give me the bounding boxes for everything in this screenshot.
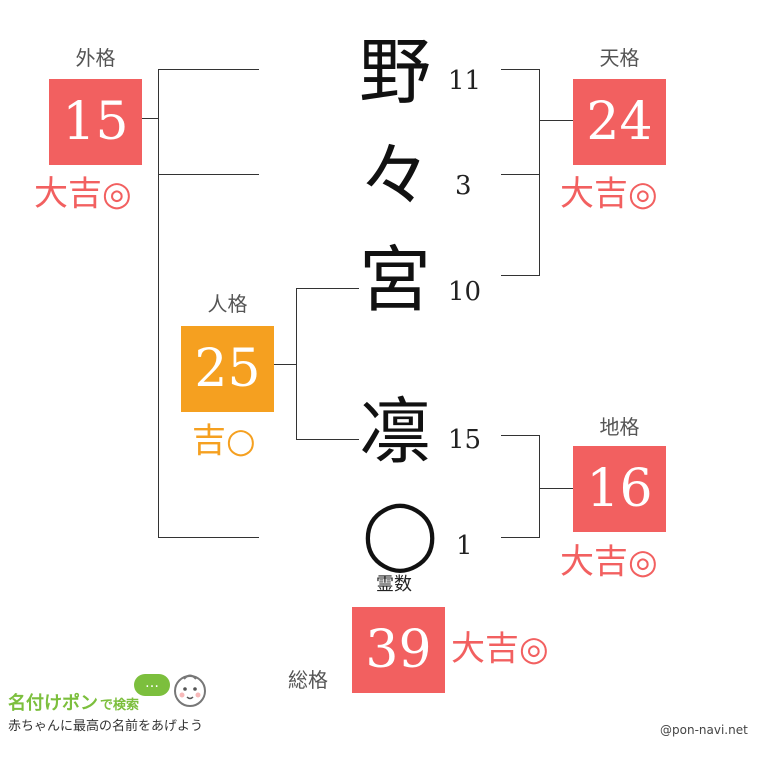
- name-char-3: 宮: [359, 238, 432, 322]
- jinkaku-label: 人格: [207, 292, 248, 316]
- gaikaku-bracket-vertical: [158, 69, 159, 538]
- reisu-label: 霊数: [376, 574, 412, 595]
- baby-face-icon: [174, 674, 206, 707]
- tenkaku-bracket-top: [501, 69, 540, 70]
- tenkaku-bracket-vertical: [539, 69, 540, 276]
- name-char-4: 凛: [359, 390, 432, 474]
- gaikaku-label: 外格: [75, 46, 116, 70]
- stroke-count-1: 11: [448, 66, 482, 96]
- gaikaku-value-box: 15: [49, 79, 142, 165]
- stroke-count-4: 15: [448, 425, 482, 455]
- logo-title: 名付けポン: [8, 693, 98, 713]
- tenkaku-verdict: 大吉◎: [560, 174, 658, 214]
- name-char-2: 々: [359, 134, 432, 218]
- jinkaku-bracket-bottom: [296, 439, 359, 440]
- reisu-placeholder-circle: ◯: [362, 494, 439, 573]
- stroke-count-5: 1: [456, 531, 473, 561]
- gaikaku-verdict: 大吉◎: [34, 174, 132, 214]
- chikaku-label: 地格: [599, 415, 640, 439]
- tenkaku-bracket-bottom: [501, 275, 540, 276]
- name-char-1: 野: [359, 30, 432, 114]
- soukaku-verdict: 大吉◎: [451, 629, 549, 669]
- speech-bubble-icon: …: [134, 674, 170, 696]
- site-credit: @pon-navi.net: [660, 723, 748, 737]
- chikaku-bracket-connector: [539, 488, 574, 489]
- soukaku-label: 総格: [288, 668, 328, 692]
- gaikaku-bracket-second: [158, 174, 259, 175]
- gaikaku-bracket-connector: [141, 118, 159, 119]
- chikaku-bracket-vertical: [539, 435, 540, 538]
- gaikaku-bracket-top: [158, 69, 259, 70]
- stroke-count-2: 3: [455, 171, 472, 201]
- chikaku-bracket-bottom: [501, 537, 540, 538]
- tenkaku-value-box: 24: [573, 79, 666, 165]
- gaikaku-bracket-bottom: [158, 537, 259, 538]
- logo: 名付けポン で検索 … 赤ちゃんに最高の名前をあげよう: [8, 668, 223, 738]
- chikaku-verdict: 大吉◎: [560, 542, 658, 582]
- speech-bubble-dots: …: [145, 675, 159, 691]
- tenkaku-label: 天格: [599, 46, 640, 70]
- logo-subtitle: 赤ちゃんに最高の名前をあげよう: [8, 719, 204, 734]
- chikaku-bracket-top: [501, 435, 540, 436]
- jinkaku-verdict: 吉○: [192, 421, 256, 461]
- soukaku-value-box: 39: [352, 607, 445, 693]
- tenkaku-bracket-connector: [539, 120, 574, 121]
- stroke-count-3: 10: [448, 277, 482, 307]
- jinkaku-bracket-top: [296, 288, 359, 289]
- chikaku-value-box: 16: [573, 446, 666, 532]
- logo-title-suffix: で検索: [100, 697, 140, 712]
- jinkaku-bracket-connector: [273, 364, 297, 365]
- jinkaku-value-box: 25: [181, 326, 274, 412]
- tenkaku-bracket-middle: [501, 174, 540, 175]
